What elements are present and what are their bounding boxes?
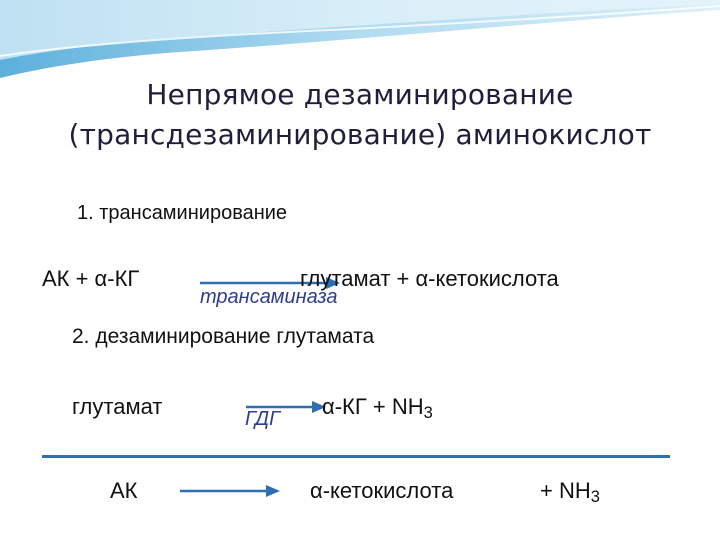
step1-arrow-icon (200, 277, 340, 289)
summary-divider (42, 455, 670, 458)
slide-title-line1: Непрямое дезаминирование (146, 78, 574, 111)
step1-product: глутамат + α-кетокислота (300, 266, 559, 291)
step2-heading: 2. дезаминирование глутамата (72, 325, 375, 348)
header-wave-decoration (0, 0, 720, 78)
summary-product: α-кетокислота (310, 478, 454, 503)
summary-arrow-icon (180, 485, 280, 497)
slide-title-line2: (трансдезаминирование) аминокислот (68, 118, 652, 151)
step1-heading: 1. трансаминирование (77, 202, 288, 224)
summary-substrate: АК (110, 478, 138, 503)
step2-product: α-КГ + NH3 (322, 394, 433, 423)
step2-enzyme-label: ГДГ (245, 408, 280, 430)
step1-substrate: АК + α-КГ (42, 266, 140, 291)
step2-substrate: глутамат (72, 394, 163, 419)
step1-enzyme-label: трансаминаза (200, 286, 338, 308)
summary-byproduct: + NH3 (540, 478, 600, 507)
step2-arrow-icon (246, 401, 326, 413)
